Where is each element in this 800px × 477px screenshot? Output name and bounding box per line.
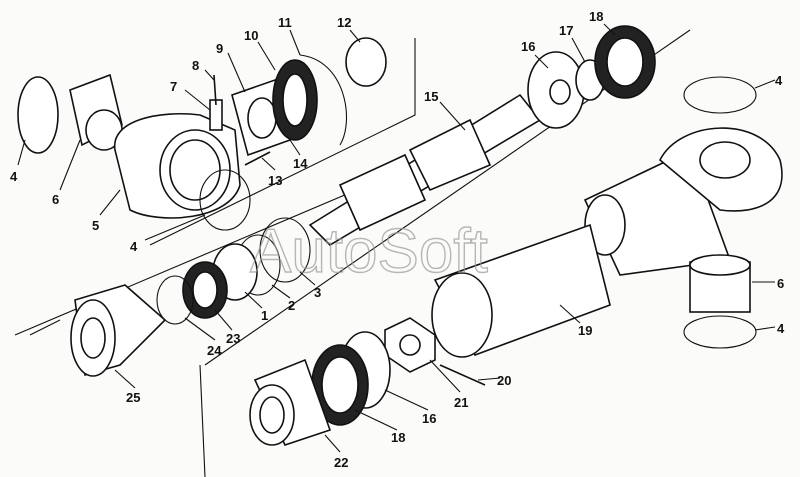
piston-25: [70, 284, 167, 377]
label-18: 18: [391, 430, 405, 445]
retaining-ring-4d: [683, 315, 757, 349]
cotter-pin-20: [439, 364, 486, 386]
label-8: 8: [192, 58, 199, 73]
washer-16-bore: [549, 79, 571, 105]
label-3: 3: [314, 285, 321, 300]
seal-10-bore: [282, 73, 308, 127]
label-18: 18: [589, 9, 603, 24]
piston-rod-15: [308, 93, 542, 247]
label-22: 22: [334, 455, 348, 470]
label-6: 6: [777, 276, 784, 291]
flange-9-bore: [247, 97, 277, 139]
bolt-8: [213, 74, 217, 106]
label-15: 15: [424, 89, 438, 104]
leader-lines: [17, 23, 776, 453]
label-4: 4: [777, 321, 785, 336]
screw-13: [244, 151, 271, 166]
snap-ring-11: [299, 54, 347, 146]
label-4: 4: [10, 169, 18, 184]
label-16: 16: [422, 411, 436, 426]
label-1: 1: [261, 308, 268, 323]
gland-22: [249, 358, 332, 446]
label-12: 12: [337, 15, 351, 30]
label-2: 2: [288, 298, 295, 313]
label-16: 16: [521, 39, 535, 54]
label-24: 24: [207, 343, 222, 358]
nut-21-bore: [399, 334, 421, 356]
label-10: 10: [244, 28, 258, 43]
label-7: 7: [170, 79, 177, 94]
label-14: 14: [293, 156, 308, 171]
cylinder-tube: [583, 127, 783, 276]
watermark: AutoSoft: [250, 217, 488, 286]
cylinder-head-5: [114, 112, 241, 219]
label-6: 6: [52, 192, 59, 207]
label-11: 11: [278, 15, 292, 30]
bearing-6: [69, 73, 123, 151]
part-labels: 4 6 5 7 8 9 10 11 12 13 14 4 15 16 17 18…: [10, 9, 785, 470]
retaining-ring-4c: [683, 76, 757, 114]
label-4: 4: [130, 239, 138, 254]
label-25: 25: [126, 390, 140, 405]
label-21: 21: [454, 395, 468, 410]
seal-23-bore: [192, 271, 218, 309]
seal-18b-bore: [321, 356, 359, 414]
retaining-ring-4b: [199, 169, 251, 231]
retaining-ring-4: [17, 76, 59, 154]
label-5: 5: [92, 218, 99, 233]
ring-12: [345, 37, 387, 87]
seal-18-bore: [606, 37, 644, 87]
ring-3: [259, 217, 311, 283]
label-19: 19: [578, 323, 592, 338]
label-13: 13: [268, 173, 282, 188]
label-17: 17: [559, 23, 573, 38]
o-ring-24: [156, 275, 194, 325]
label-23: 23: [226, 331, 240, 346]
label-20: 20: [497, 373, 511, 388]
cylinder-tube-19: [431, 223, 611, 358]
label-9: 9: [216, 41, 223, 56]
bearing-6b: [689, 254, 751, 313]
label-4: 4: [775, 73, 783, 88]
